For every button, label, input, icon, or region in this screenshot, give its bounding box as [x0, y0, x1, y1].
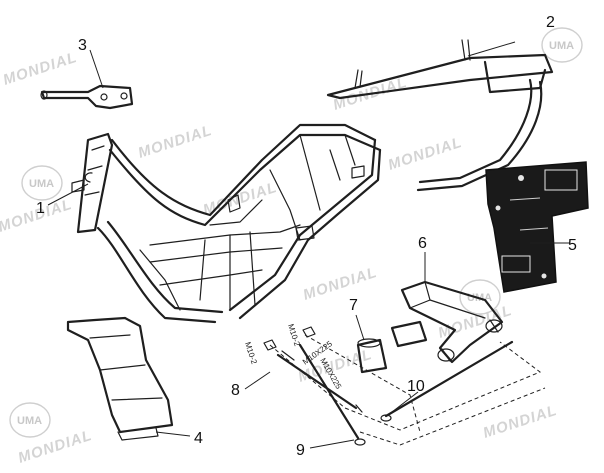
watermark-mondial: MONDIAL [386, 134, 464, 174]
svg-text:UMA: UMA [29, 178, 54, 190]
nut-label: M10-2 [286, 323, 302, 348]
watermark-mondial: MONDIAL [481, 402, 559, 442]
callout-4: 4 [194, 430, 203, 447]
bushing-part [356, 320, 428, 374]
lower-bracket-part [66, 316, 174, 441]
uma-logo-icon: UMA [541, 27, 583, 63]
bracket-part [40, 84, 134, 110]
uma-logo-icon: UMA [459, 279, 501, 315]
callout-6: 6 [418, 235, 427, 252]
watermark-mondial: MONDIAL [16, 427, 94, 467]
svg-text:UMA: UMA [17, 415, 42, 427]
watermarks: MONDIAL MONDIAL MONDIAL MONDIAL MONDIAL … [0, 49, 559, 467]
callout-10: 10 [407, 378, 425, 395]
callout-8: 8 [231, 382, 240, 399]
watermark-mondial: MONDIAL [136, 122, 214, 162]
callout-2: 2 [546, 14, 555, 31]
rear-carrier-part [326, 39, 554, 192]
callout-3: 3 [78, 37, 87, 54]
main-frame-part [71, 123, 382, 324]
callout-1: 1 [36, 200, 45, 217]
leader-lines [47, 41, 570, 449]
svg-text:UMA: UMA [549, 40, 574, 52]
uma-logo-icon: UMA [9, 402, 51, 438]
callout-5: 5 [568, 237, 577, 254]
uma-logos: UMA UMA UMA UMA [9, 27, 583, 438]
watermark-mondial: MONDIAL [1, 49, 79, 89]
callout-7: 7 [349, 297, 358, 314]
uma-logo-icon: UMA [21, 165, 63, 201]
watermark-mondial: MONDIAL [301, 264, 379, 304]
engine-hanger-part [400, 280, 504, 364]
callout-9: 9 [296, 442, 305, 459]
cover-plate-part [485, 161, 589, 293]
callout-numbers: 1 2 3 4 5 6 7 8 9 10 [36, 14, 577, 459]
nut-label: M10-2 [243, 341, 259, 366]
